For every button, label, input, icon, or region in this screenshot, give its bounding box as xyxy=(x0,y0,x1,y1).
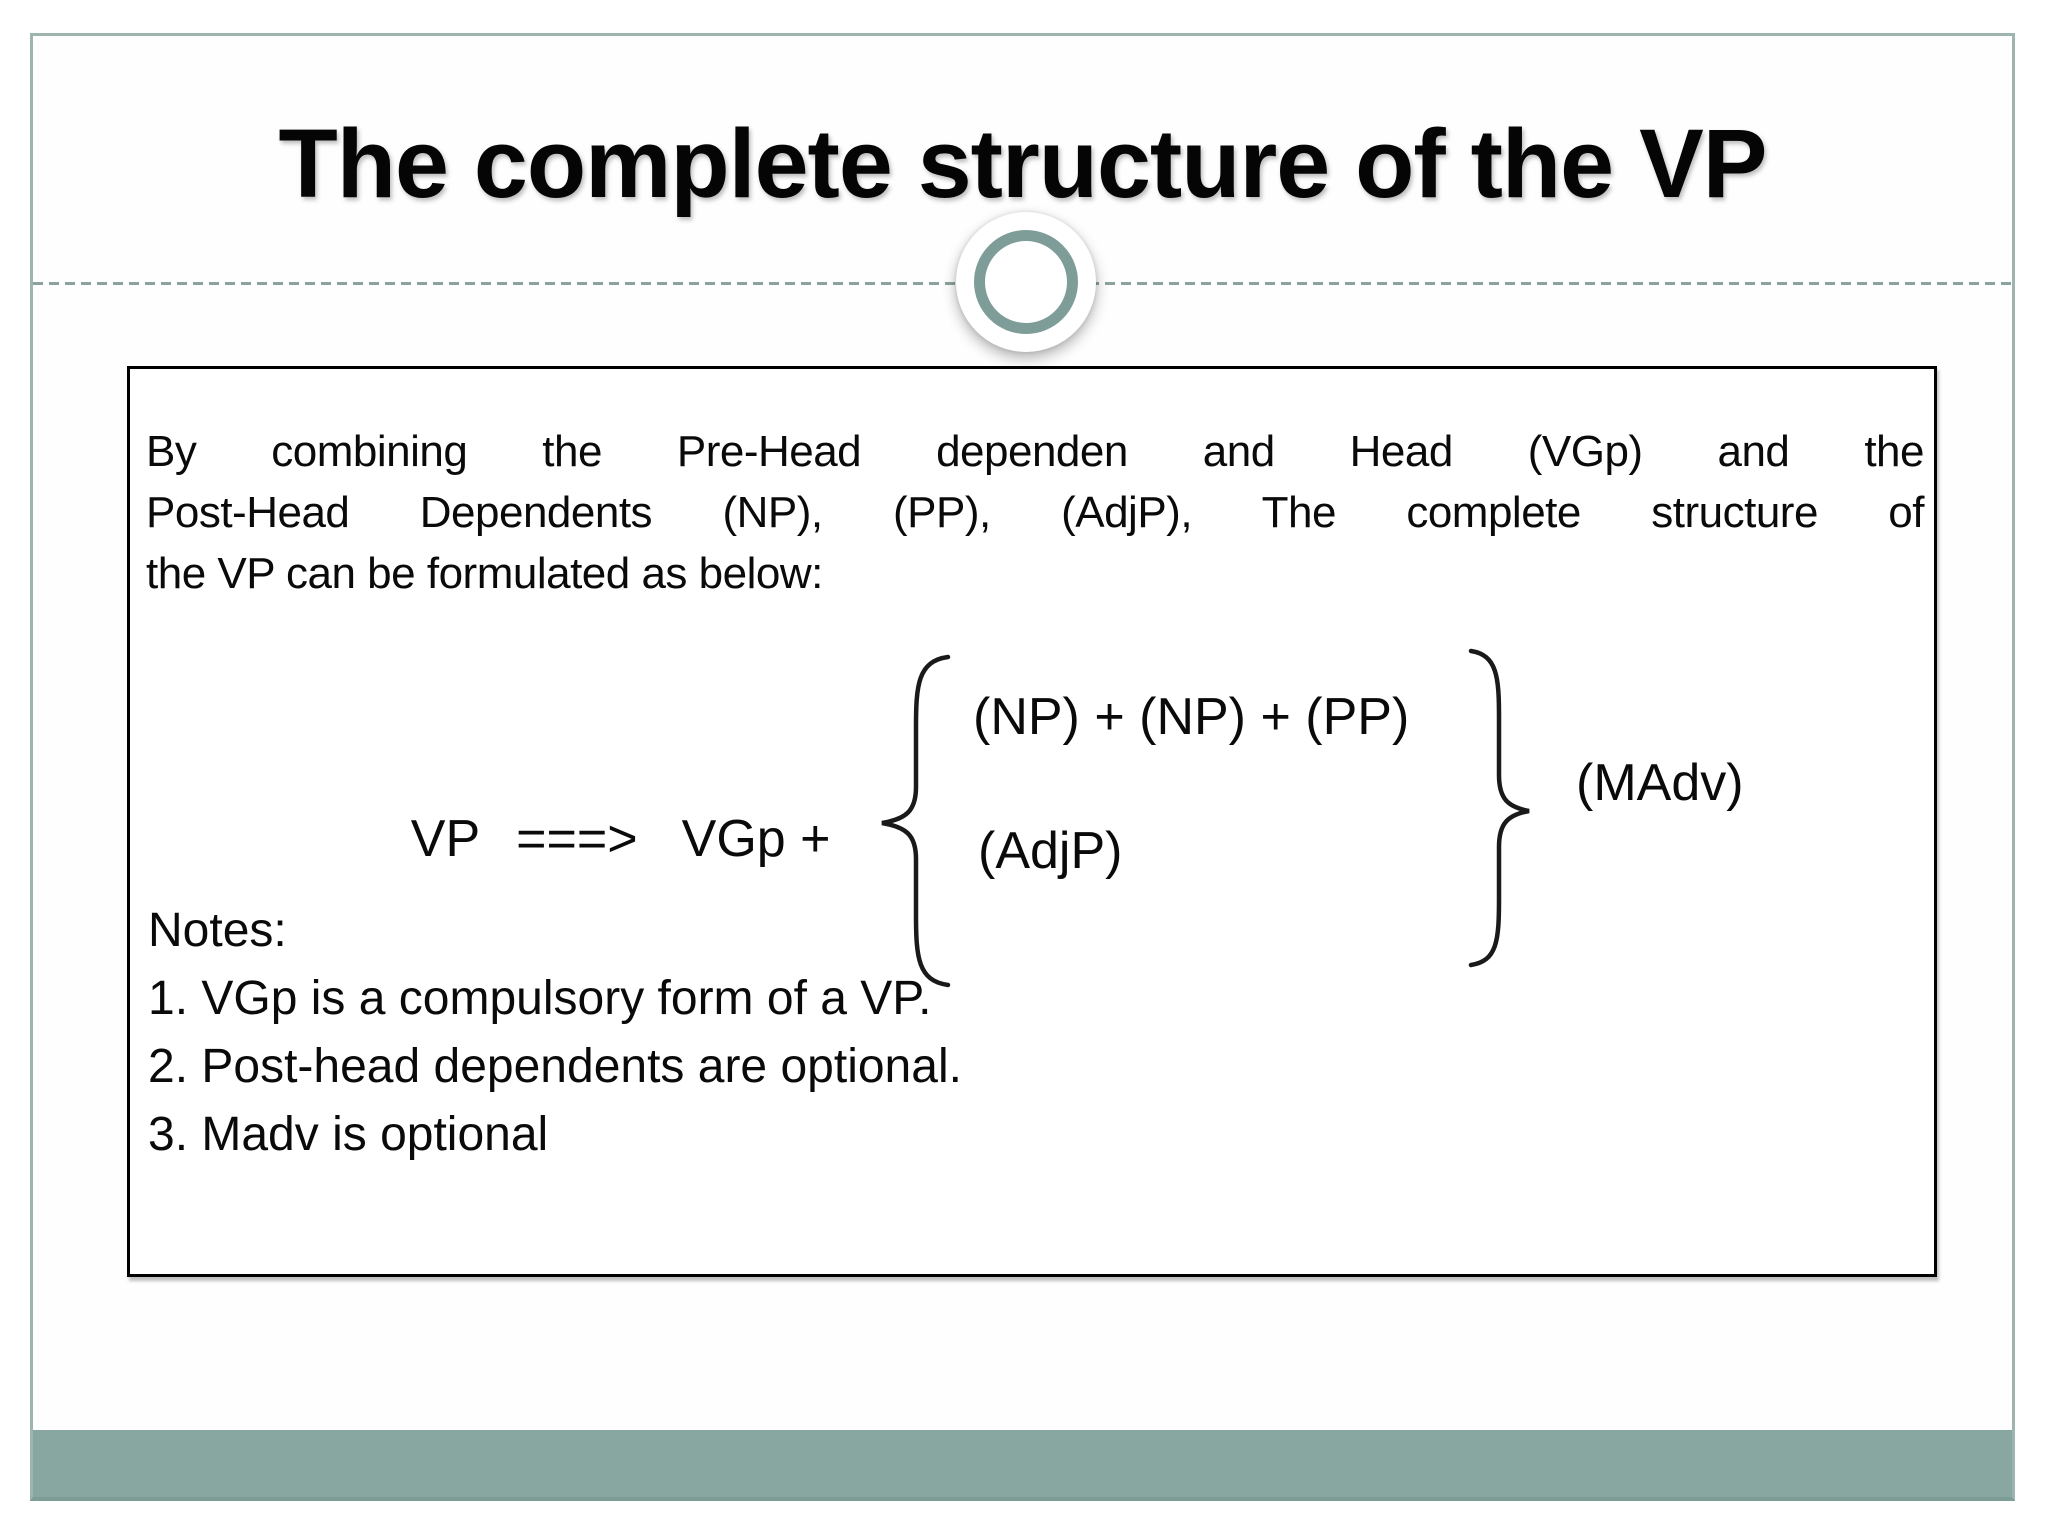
formula-arrow: ===> xyxy=(516,810,638,868)
notes-heading: Notes: xyxy=(148,904,287,957)
notes-block: Notes: 1. VGp is a compulsory form of a … xyxy=(148,897,962,1169)
right-curly-brace-icon xyxy=(1468,648,1530,968)
formula-options-bottom: (AdjP) xyxy=(978,822,1123,880)
formula-head: VGp + xyxy=(681,810,831,868)
paragraph-line-1: By combining the Pre-Head dependen and H… xyxy=(146,427,1925,476)
paragraph-line-2: Post-Head Dependents (NP), (PP), (AdjP),… xyxy=(146,488,1925,537)
formula-modifier: (MAdv) xyxy=(1576,754,1744,812)
circle-ring-icon xyxy=(974,230,1078,334)
paragraph-line-3: the VP can be formulated as below: xyxy=(146,549,823,598)
paragraph: By combining the Pre-Head dependen and H… xyxy=(146,421,1925,604)
formula-vp: VP xyxy=(410,810,481,868)
formula-lhs: VP ===> VGp + xyxy=(353,749,831,929)
slide-title: The complete structure of the VP xyxy=(278,109,1768,218)
note-item-1: 1. VGp is a compulsory form of a VP. xyxy=(148,972,932,1025)
content-box: By combining the Pre-Head dependen and H… xyxy=(127,366,1937,1277)
footer-band xyxy=(33,1430,2012,1497)
left-curly-brace-icon xyxy=(881,654,951,988)
note-item-3: 3. Madv is optional xyxy=(148,1108,549,1161)
formula-options-top: (NP) + (NP) + (PP) xyxy=(973,688,1410,746)
note-item-2: 2. Post-head dependents are optional. xyxy=(148,1040,962,1093)
circle-ornament-icon xyxy=(956,212,1096,352)
